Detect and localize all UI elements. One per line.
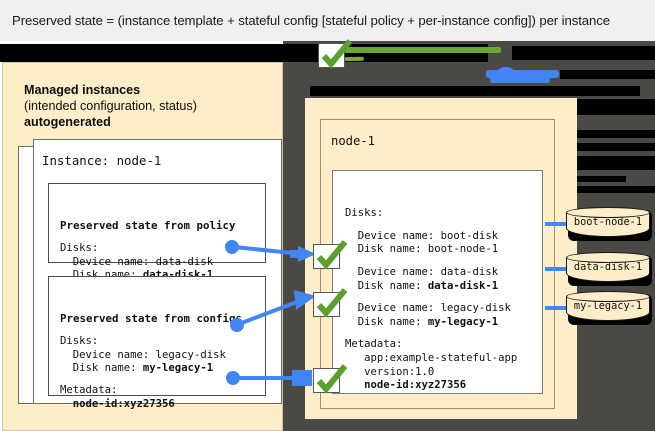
managed-instances-subtitle: (intended configuration, status) [24, 99, 197, 113]
disk-cylinder-boot: boot-node-1 [566, 207, 650, 239]
configs-metadata-label: Metadata: [60, 384, 118, 397]
redaction-bar-right-3 [560, 156, 655, 170]
node-spacer-4 [345, 329, 542, 338]
node-metadata-app: app:example-stateful-app [345, 351, 518, 364]
green-check-icon-legacy-disk [313, 288, 348, 318]
node-metadata-nodeid: node-id:xyz27356 [345, 379, 467, 392]
redaction-bar-right-5 [560, 186, 655, 193]
green-check-icon-metadata [313, 364, 348, 394]
cylinder-top [566, 207, 650, 218]
policy-disks-label: Disks: [60, 242, 99, 255]
instance-name-label: Instance: node-1 [42, 153, 162, 168]
node-boot-disk: Disk name: boot-node-1 [345, 243, 499, 256]
node-spacer-1 [345, 221, 542, 230]
disk-connector-boot [545, 222, 567, 226]
disk-label: boot-node-1 [573, 216, 643, 228]
policy-box-header: Preserved state from policy [60, 218, 236, 232]
node-data-device: Device name: data-disk [345, 265, 499, 278]
node-legacy-device: Device name: legacy-disk [345, 302, 511, 315]
green-underline-annotation [333, 47, 501, 53]
managed-instances-autogenerated: autogenerated [24, 115, 111, 129]
green-check-icon-data-disk [313, 240, 348, 270]
redaction-bar-right-4 [568, 176, 626, 182]
caption-bar: Preserved state = (instance template + s… [0, 0, 655, 41]
check-glyph [316, 288, 348, 318]
configs-metadata-value: node-id:xyz27356 [60, 397, 175, 410]
node-data-disk-value: data-disk-1 [427, 279, 499, 292]
configs-disks-label: Disks: [60, 335, 99, 348]
caption-text: Preserved state = (instance template + s… [12, 13, 610, 28]
connector-arrow-configs-to-legacy-disk [230, 290, 316, 332]
blue-scribble-annotation-1 [486, 70, 559, 78]
disk-connector-legacy [545, 306, 567, 310]
node-spacer-3 [345, 293, 542, 302]
node-name-label: node-1 [331, 134, 376, 148]
green-check-icon-top [318, 39, 353, 69]
managed-instances-heading: Managed instances [24, 83, 141, 97]
node-disks-label: Disks: [345, 207, 384, 220]
disk-cylinder-legacy: my-legacy-1 [566, 291, 650, 323]
redaction-bar-top-far-right [512, 46, 655, 60]
configs-disk-name-prefix: Disk name: [60, 362, 143, 375]
redaction-bar-right-2 [562, 143, 655, 151]
configs-device-name: Device name: legacy-disk [60, 348, 226, 361]
disk-label: my-legacy-1 [573, 300, 643, 312]
connector-arrow-configs-to-metadata [226, 370, 312, 386]
redaction-bar-mid-strip [560, 70, 655, 79]
check-glyph [316, 364, 348, 394]
check-glyph [316, 240, 348, 270]
blue-scribble-annotation-2 [490, 77, 550, 83]
node-data-disk-prefix: Disk name: [345, 279, 428, 292]
disk-cylinder-data: data-disk-1 [566, 252, 650, 284]
node-disks-card: Disks: Device name: boot-disk Disk name:… [332, 170, 543, 394]
node-legacy-disk-prefix: Disk name: [345, 315, 428, 328]
node-metadata-label: Metadata: [345, 338, 403, 351]
managed-instances-title: Managed instances (intended configuratio… [24, 82, 274, 130]
cylinder-top [566, 291, 650, 302]
redaction-bar-row2 [310, 86, 640, 96]
redaction-bar-right-1 [570, 130, 655, 138]
disk-connector-data [545, 267, 567, 271]
policy-device-name: Device name: data-disk [60, 255, 214, 268]
blue-scribble-annotation-3 [497, 67, 515, 82]
cylinder-top [566, 252, 650, 263]
configs-disk-name-value: my-legacy-1 [142, 362, 214, 375]
configs-box-header: Preserved state from configs [60, 311, 243, 325]
connector-arrow-policy-to-data-disk [225, 240, 316, 262]
node-boot-device: Device name: boot-disk [345, 229, 499, 242]
check-glyph [321, 39, 353, 69]
node-legacy-disk-value: my-legacy-1 [427, 315, 499, 328]
redaction-bar-top-left [0, 44, 318, 62]
node-spacer-2 [345, 257, 542, 266]
disk-label: data-disk-1 [573, 261, 643, 273]
node-metadata-version: version:1.0 [345, 365, 435, 378]
